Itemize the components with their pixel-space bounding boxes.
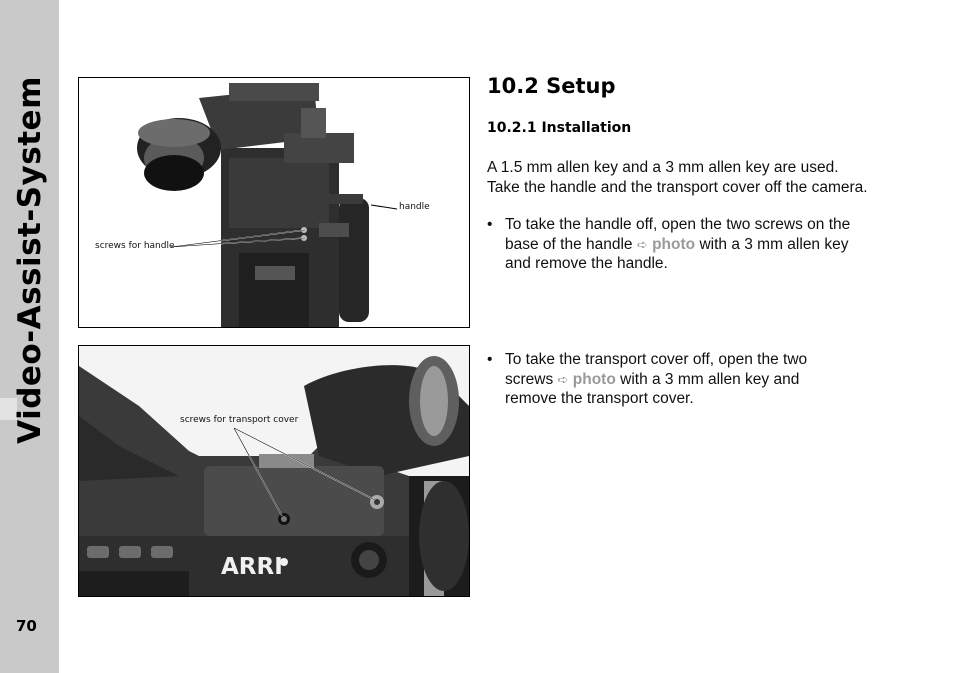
bullet-text-after: with a 3 mm allen key and remove the han… [505, 235, 849, 273]
sidebar: Video-Assist-System 70 [0, 0, 59, 673]
camera-handle-illustration [79, 78, 469, 327]
page-number: 70 [16, 617, 37, 635]
callout-handle: handle [399, 202, 430, 212]
transport-cover-illustration: ARRI [79, 346, 469, 596]
bullet-dot: • [487, 351, 493, 368]
bullet-text: To take the handle off, open the two scr… [505, 216, 851, 253]
arrow-ref-icon: ➪ [636, 236, 648, 252]
photo-reference: photo [652, 235, 696, 253]
photo-camera-handle: handle screws for handle [78, 77, 470, 328]
intro-line: A 1.5 mm allen key and a 3 mm allen key … [487, 159, 839, 176]
bullet-remove-transport-cover: • To take the transport cover off, open … [487, 350, 887, 410]
bullet-remove-handle: • To take the handle off, open the two s… [487, 215, 887, 275]
bullet-text: To take the transport cover off, open th… [505, 351, 808, 388]
arrow-ref-icon: ➪ [557, 371, 569, 387]
intro-line: Take the handle and the transport cover … [487, 178, 868, 196]
sidebar-tab-marker [0, 398, 17, 420]
subsection-title: 10.2.1 Installation [487, 120, 632, 136]
arri-logo: ARRI [221, 554, 283, 580]
section-title: 10.2 Setup [487, 74, 616, 98]
intro-paragraph: A 1.5 mm allen key and a 3 mm allen key … [487, 158, 868, 197]
vertical-chapter-title: Video-Assist-System [12, 76, 48, 444]
callout-screws-transport-cover: screws for transport cover [180, 415, 299, 425]
bullet-text-after: with a 3 mm allen key and remove the tra… [505, 370, 800, 408]
photo-reference: photo [572, 370, 616, 388]
bullet-dot: • [487, 216, 493, 233]
callout-screws-handle: screws for handle [95, 241, 175, 251]
photo-transport-cover: ARRI screws for transport cover [78, 345, 470, 597]
